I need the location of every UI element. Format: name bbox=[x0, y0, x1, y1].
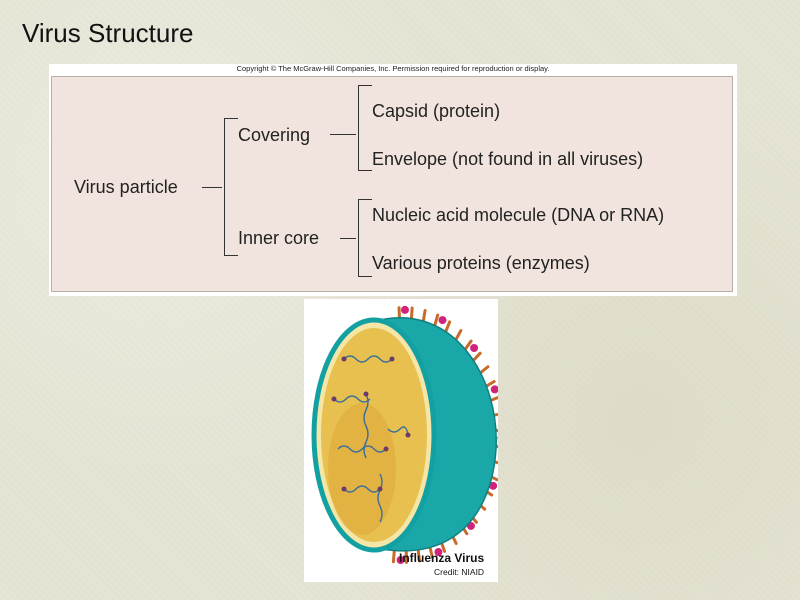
image-credit: Credit: NIAID bbox=[434, 567, 485, 577]
spike-knob bbox=[490, 385, 498, 394]
envelope-label: Envelope (not found in all viruses) bbox=[372, 149, 644, 169]
root-connector bbox=[202, 187, 222, 188]
proteins-label: Various proteins (enzymes) bbox=[372, 253, 590, 273]
inner-core-bracket-bottom bbox=[358, 276, 372, 277]
rna-proteins bbox=[331, 356, 411, 492]
spike-knob bbox=[497, 435, 498, 440]
slide-title: Virus Structure bbox=[22, 18, 194, 48]
root-bracket-bottom bbox=[224, 255, 238, 256]
root-label: Virus particle bbox=[74, 177, 178, 197]
interior-shade bbox=[328, 403, 396, 535]
root-bracket bbox=[224, 118, 225, 256]
inner-core-bracket-top bbox=[358, 199, 372, 200]
inner-core-bracket bbox=[358, 199, 359, 277]
covering-connector bbox=[330, 134, 356, 135]
rna-segments bbox=[333, 355, 409, 523]
spike-knob bbox=[400, 305, 409, 314]
diagram-panel: Copyright © The McGraw-Hill Companies, I… bbox=[49, 64, 737, 296]
branch-inner-core-label: Inner core bbox=[238, 228, 320, 248]
spike-knob bbox=[470, 344, 479, 353]
covering-bracket bbox=[358, 85, 359, 171]
inner-core-connector bbox=[340, 238, 356, 239]
covering-bracket-top bbox=[358, 85, 372, 86]
root-bracket-top bbox=[224, 118, 238, 119]
spike-knob bbox=[489, 481, 498, 490]
virus-cutaway-image bbox=[311, 305, 498, 565]
copyright-notice: Copyright © The McGraw-Hill Companies, I… bbox=[236, 64, 550, 73]
spike-knob bbox=[438, 316, 447, 325]
spike-knob bbox=[434, 548, 443, 557]
nucleic-acid-label: Nucleic acid molecule (DNA or RNA) bbox=[372, 205, 665, 225]
covering-bracket-bottom bbox=[358, 170, 372, 171]
capsid-label: Capsid (protein) bbox=[372, 101, 501, 121]
influenza-virus-illustration: Influenza Virus Credit: NIAID bbox=[304, 299, 498, 582]
virus-title: Influenza Virus bbox=[399, 551, 485, 565]
branch-covering-label: Covering bbox=[238, 125, 311, 145]
spike-knob bbox=[396, 556, 405, 565]
structure-diagram: Virus particle Covering Capsid (protein)… bbox=[51, 76, 733, 292]
